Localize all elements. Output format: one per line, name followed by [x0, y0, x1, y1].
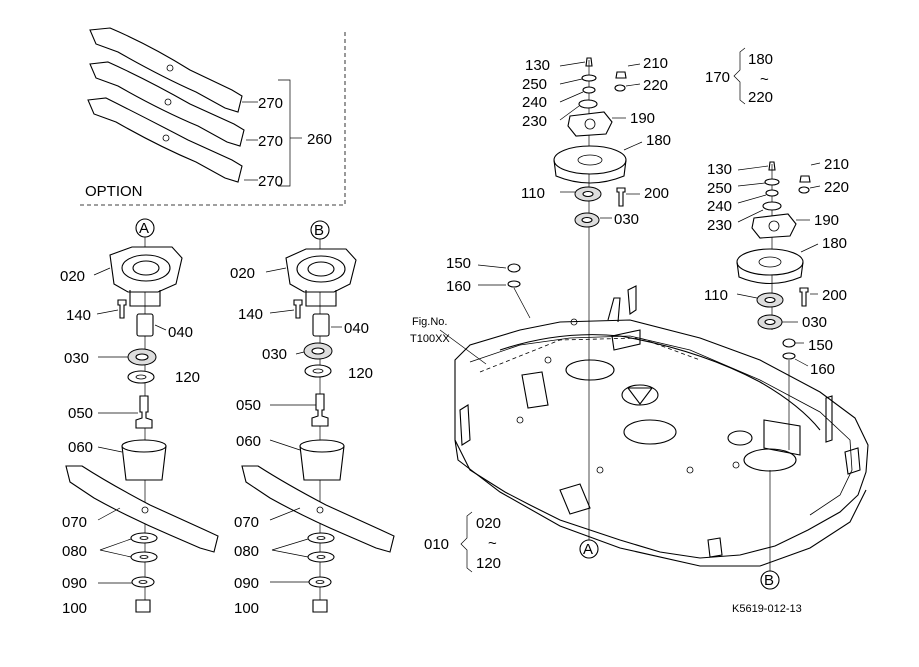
part-230-right: 230	[707, 217, 732, 234]
part-030-top: 030	[614, 211, 639, 228]
part-150-right: 150	[808, 337, 833, 354]
part-090-a: 090	[62, 575, 87, 592]
part-180-top: 180	[646, 132, 671, 149]
idler-assembly-top: 130 250 240 230 210 220 190 180 110 200 …	[521, 47, 773, 540]
part-210-right: 210	[824, 156, 849, 173]
bolt-200-top	[616, 187, 626, 207]
part-240-right: 240	[707, 198, 732, 215]
callout-a-top-label: A	[139, 220, 149, 237]
option-blade-1	[89, 27, 243, 113]
washer-080a	[130, 532, 158, 544]
callout-b-deck-label: B	[764, 572, 774, 589]
part-160-right: 160	[810, 361, 835, 378]
range-sep-010: ~	[488, 535, 497, 552]
part-050-a: 050	[68, 405, 93, 422]
option-blades-group: 270 270 270 260 OPTION	[80, 27, 346, 206]
range-sep-170: ~	[760, 71, 769, 88]
part-260: 260	[307, 131, 332, 148]
part-040-b: 040	[344, 320, 369, 337]
spindle-assembly-a: A	[60, 218, 219, 617]
part-190-top: 190	[630, 110, 655, 127]
part-010: 010	[424, 536, 449, 553]
part-240-top: 240	[522, 94, 547, 111]
fig-number: T100XX	[410, 333, 450, 345]
drawing-code: K5619-012-13	[732, 603, 802, 615]
part-120-a: 120	[175, 369, 200, 386]
part-070-b: 070	[234, 514, 259, 531]
part-060-b: 060	[236, 433, 261, 450]
deck-outline	[454, 319, 869, 559]
part-250-top: 250	[522, 76, 547, 93]
spindle-housing	[109, 246, 183, 293]
part-090-b: 090	[234, 575, 259, 592]
part-210-top: 210	[643, 55, 668, 72]
part-030-a: 030	[64, 350, 89, 367]
washer-090	[131, 576, 155, 588]
part-070-a: 070	[62, 514, 87, 531]
part-120-b: 120	[348, 365, 373, 382]
part-200-right: 200	[822, 287, 847, 304]
part-190-right: 190	[814, 212, 839, 229]
part-140-a: 140	[66, 307, 91, 324]
part-200-top: 200	[644, 185, 669, 202]
part-220-top: 220	[643, 77, 668, 94]
bolt-130-top	[585, 57, 593, 67]
part-220-right: 220	[824, 179, 849, 196]
part-170-to: 220	[748, 89, 773, 106]
callout-a-deck-label: A	[583, 541, 593, 558]
part-170: 170	[705, 69, 730, 86]
part-060-a: 060	[68, 439, 93, 456]
seal-120	[127, 370, 155, 384]
mower-deck: 150 160 Fig.No. T100XX A B 010 020 ~ 120	[410, 255, 869, 590]
part-080-b: 080	[234, 543, 259, 560]
part-110-right: 110	[704, 287, 728, 304]
callout-a-deck-circle	[579, 539, 599, 559]
part-170-from: 180	[748, 51, 773, 68]
part-130-top: 130	[525, 57, 550, 74]
washer-080b	[130, 551, 158, 563]
part-100-b: 100	[234, 600, 259, 617]
nut-210-top	[615, 71, 627, 79]
part-180-right: 180	[822, 235, 847, 252]
belt-guide	[499, 334, 821, 431]
idler-pulley-180	[553, 145, 627, 175]
part-160-deck: 160	[446, 278, 471, 295]
part-230-top: 230	[522, 113, 547, 130]
part-020-b: 020	[230, 265, 255, 282]
part-050-b: 050	[236, 397, 261, 414]
spindle-assembly-b: B 020 140 040 030	[230, 220, 395, 617]
part-270a: 270	[258, 95, 283, 112]
option-blade-3	[87, 97, 243, 183]
part-270c: 270	[258, 173, 283, 190]
nut-100	[135, 599, 151, 613]
shaft-050	[135, 395, 153, 429]
option-blade-2	[89, 61, 245, 147]
part-080-a: 080	[62, 543, 87, 560]
part-150-deck: 150	[446, 255, 471, 272]
collar-040	[136, 313, 154, 337]
idler-assembly-right: 130 250 240 230 210 220 190 180 110 200 …	[704, 156, 849, 450]
part-130-right: 130	[707, 161, 732, 178]
part-020-a: 020	[60, 268, 85, 285]
part-030-right: 030	[802, 314, 827, 331]
callout-b-top-label: B	[314, 222, 324, 239]
fig-label: Fig.No.	[412, 316, 447, 328]
part-140-b: 140	[238, 306, 263, 323]
part-010-from: 020	[476, 515, 501, 532]
bracket-190	[567, 111, 613, 137]
part-110-top: 110	[521, 185, 545, 202]
part-250-right: 250	[707, 180, 732, 197]
part-270b: 270	[258, 133, 283, 150]
part-100-a: 100	[62, 600, 87, 617]
part-010-to: 120	[476, 555, 501, 572]
part-030-b: 030	[262, 346, 287, 363]
bolt-140	[117, 299, 127, 319]
option-label: OPTION	[85, 183, 143, 200]
part-040-a: 040	[168, 324, 193, 341]
